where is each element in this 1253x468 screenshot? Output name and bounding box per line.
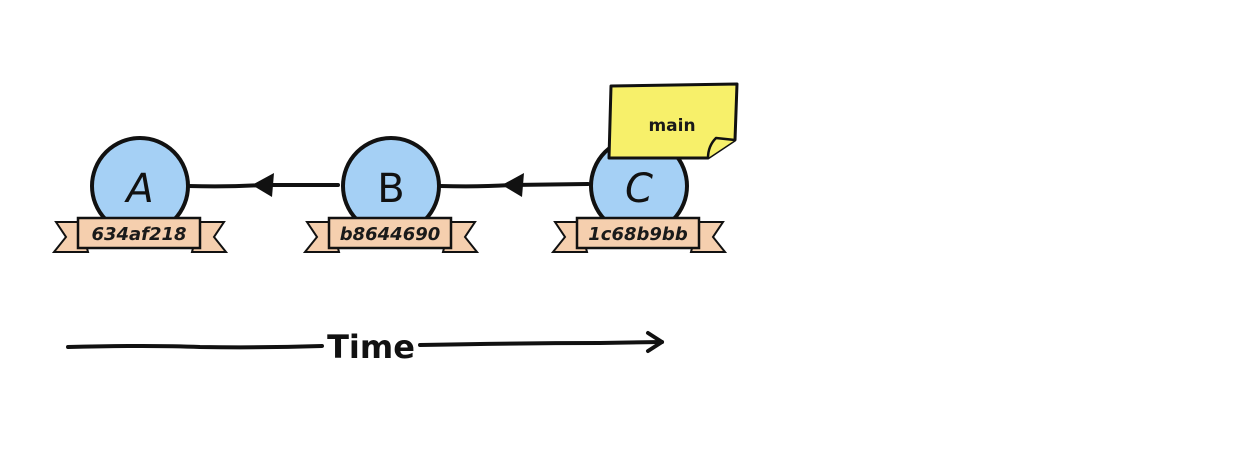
time-axis: Time — [66, 328, 664, 366]
commit-hash: b8644690 — [340, 224, 441, 245]
edge-c-to-b — [438, 173, 590, 197]
commit-label: C — [625, 166, 653, 212]
hash-ribbon-b: b8644690 — [302, 216, 480, 253]
hash-ribbon-c: 1c68b9bb — [550, 216, 728, 253]
commit-label: B — [377, 166, 404, 212]
commit-node-c[interactable]: C — [589, 136, 689, 236]
branch-name: main — [648, 116, 695, 136]
edge-b-to-a — [186, 173, 340, 197]
commit-label: A — [123, 166, 153, 212]
time-label: Time — [327, 328, 415, 366]
commit-node-a[interactable]: A — [90, 136, 190, 236]
arrow-right-icon — [646, 331, 664, 353]
arrowhead-icon — [502, 173, 524, 197]
commit-node-b[interactable]: B — [341, 136, 441, 236]
arrowhead-icon — [252, 173, 274, 197]
commit-hash: 634af218 — [91, 224, 186, 245]
branch-label-main[interactable]: main — [607, 82, 739, 160]
commit-hash: 1c68b9bb — [588, 224, 688, 245]
hash-ribbon-a: 634af218 — [51, 216, 229, 253]
page-curl-icon — [706, 136, 736, 159]
